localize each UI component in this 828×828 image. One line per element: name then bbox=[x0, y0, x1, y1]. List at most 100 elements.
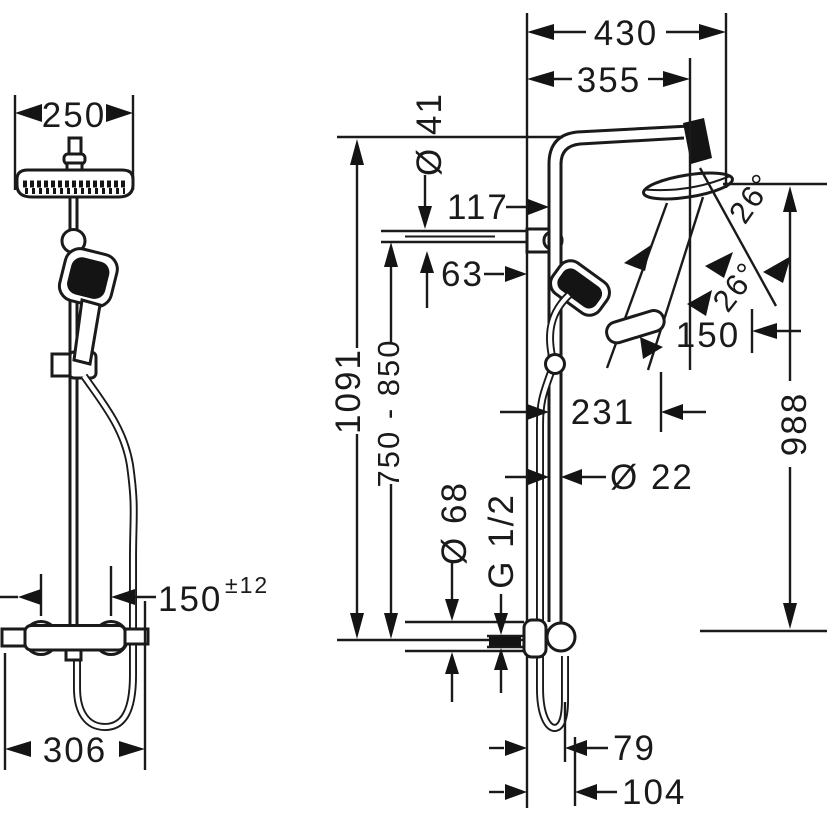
hand-shower-side bbox=[549, 259, 666, 345]
arrow-up bbox=[384, 242, 398, 267]
hose-side bbox=[536, 292, 572, 733]
arrow-right bbox=[661, 404, 683, 420]
arrow-up bbox=[494, 648, 508, 670]
angle-arrow-1 bbox=[624, 245, 651, 271]
arrow-down bbox=[384, 613, 398, 639]
pipe-side bbox=[547, 124, 691, 622]
arrow-up bbox=[420, 251, 434, 273]
callout-valve-dia: Ø 68 bbox=[435, 481, 474, 702]
arrow-left bbox=[640, 337, 663, 359]
arrow-down bbox=[418, 206, 432, 229]
arrow-right bbox=[663, 71, 690, 87]
conn-stub-left bbox=[0, 627, 27, 648]
valve-front bbox=[0, 620, 150, 662]
head-disc bbox=[642, 171, 734, 201]
dim-reach-355-label: 355 bbox=[577, 61, 641, 100]
head-rim-line bbox=[645, 175, 730, 192]
dim-79-label: 79 bbox=[613, 729, 656, 768]
dim-head-width-label: 250 bbox=[42, 96, 106, 135]
dim-117-label: 117 bbox=[447, 188, 509, 227]
arrow-down bbox=[445, 599, 459, 621]
dim-height-range: 750 - 850 bbox=[337, 242, 523, 642]
arrow-right bbox=[505, 266, 527, 282]
arrow-left bbox=[527, 404, 549, 420]
spray-line-right bbox=[646, 196, 705, 371]
dim-pipe-dia-label: Ø 22 bbox=[610, 458, 694, 497]
valve-dia-label: Ø 68 bbox=[435, 481, 474, 565]
arm-inner bbox=[559, 136, 685, 165]
hose-outline bbox=[73, 373, 138, 732]
dim-reach-430-label: 430 bbox=[594, 14, 658, 53]
arrow-left bbox=[527, 24, 554, 40]
arrow-right bbox=[561, 469, 582, 485]
dim-reach-430: 430 bbox=[527, 13, 728, 188]
dim-pipe-dia: Ø 22 bbox=[505, 458, 694, 497]
angle-arrow-4 bbox=[687, 290, 712, 316]
dim-valve-width-label: 306 bbox=[43, 731, 107, 770]
dim-1091-label: 1091 bbox=[329, 348, 368, 434]
angle-ref-line bbox=[698, 167, 778, 307]
dim-height-1091: 1091 bbox=[329, 135, 563, 639]
dim-height-988: 988 bbox=[700, 182, 827, 633]
arrow-right bbox=[752, 323, 777, 339]
arm-outer bbox=[547, 124, 691, 165]
angle-arrow-2 bbox=[705, 252, 733, 278]
arrow-up bbox=[350, 139, 364, 165]
hose-core bbox=[74, 374, 136, 730]
head-face-side bbox=[557, 268, 603, 309]
hose-upper-core bbox=[547, 293, 571, 357]
wall-bracket-side bbox=[381, 227, 564, 254]
hand-shower-front bbox=[50, 247, 119, 380]
dim-63: 63 bbox=[420, 251, 527, 308]
valve-side bbox=[405, 618, 577, 659]
dim-conn-tolerance-label: ±12 bbox=[225, 572, 269, 598]
dim-231-label: 231 bbox=[571, 393, 635, 432]
dim-988-label: 988 bbox=[775, 392, 814, 456]
dim-head-offset-150: 150 bbox=[640, 309, 801, 359]
front-view: 250 bbox=[0, 95, 269, 770]
arrow-down bbox=[350, 613, 364, 639]
arrow-up bbox=[445, 652, 459, 674]
hose-front bbox=[73, 373, 138, 732]
callout-bracket-dia: Ø 41 bbox=[410, 92, 449, 229]
arrow-up bbox=[783, 186, 797, 212]
dim-150-label: 150 bbox=[676, 316, 740, 355]
handle bbox=[72, 298, 102, 366]
overhead-shower-side bbox=[642, 171, 734, 201]
arrow-down bbox=[783, 603, 797, 629]
pipe-mask bbox=[550, 155, 561, 622]
dim-valve-width: 306 bbox=[3, 601, 147, 770]
arrow-right bbox=[106, 104, 133, 122]
arrow-right bbox=[699, 24, 726, 40]
callout-thread: G 1/2 bbox=[482, 493, 521, 693]
dim-79: 79 bbox=[489, 702, 656, 768]
bracket-dia-label: Ø 41 bbox=[410, 92, 449, 176]
head-connector-side bbox=[683, 118, 712, 164]
handle-capsule bbox=[605, 308, 666, 345]
thread-nipple bbox=[489, 637, 521, 646]
arrow-left bbox=[527, 71, 554, 87]
dim-head-width: 250 bbox=[13, 95, 135, 190]
hose-outlet bbox=[64, 648, 83, 662]
arrow-left bbox=[15, 104, 42, 122]
holder-bracket bbox=[50, 352, 72, 378]
dim-104: 104 bbox=[489, 737, 684, 812]
hand-shower-head bbox=[57, 247, 119, 309]
arrow-left bbox=[505, 784, 527, 800]
dim-231: 231 bbox=[500, 372, 706, 432]
arrow-left bbox=[505, 740, 527, 756]
arrow-right bbox=[528, 199, 549, 215]
angle-arrow-3 bbox=[763, 256, 791, 283]
valve-body-side bbox=[522, 618, 548, 659]
overhead-shower-front bbox=[15, 136, 135, 199]
dim-conn-distance-label: 150 bbox=[158, 580, 222, 619]
dim-reach-355: 355 bbox=[527, 61, 690, 100]
hose-lower-core bbox=[537, 371, 568, 731]
dim-63-label: 63 bbox=[441, 255, 484, 294]
arrow-right bbox=[575, 784, 597, 800]
hand-shower-head-side bbox=[549, 259, 611, 317]
arrow-left bbox=[5, 741, 31, 757]
thread-label: G 1/2 bbox=[482, 493, 521, 589]
dim-conn-distance: 150 ±12 bbox=[0, 566, 269, 619]
